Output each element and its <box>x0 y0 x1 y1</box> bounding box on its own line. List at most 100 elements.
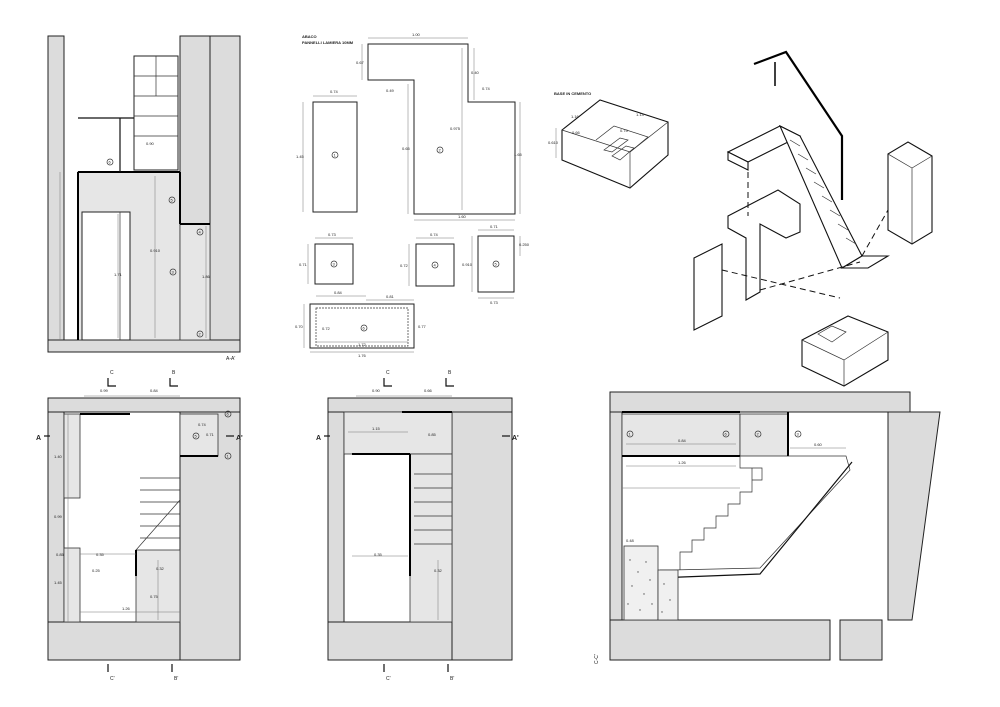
svg-text:0.99: 0.99 <box>54 514 63 519</box>
svg-text:1.26: 1.26 <box>678 460 687 465</box>
concrete-base-drawing: BASE IN CEMENTO 1.16 1.13 0.75 0.66 0.61… <box>548 91 669 189</box>
dim-label: 0.90 <box>146 141 155 146</box>
svg-text:B: B <box>172 370 176 376</box>
svg-text:0.71: 0.71 <box>299 262 308 267</box>
svg-text:0.71: 0.71 <box>206 432 215 437</box>
svg-text:1: 1 <box>227 454 230 459</box>
abacus-panels: ABACO PANNELLI LAMIERA 10MM 0.74 1.45 1 … <box>295 32 530 358</box>
svg-text:A: A <box>316 435 321 442</box>
svg-text:0.975: 0.975 <box>450 126 461 131</box>
svg-text:A': A' <box>236 435 243 442</box>
svg-text:3: 3 <box>172 270 175 275</box>
section-marks-left: C B A A' C' B' <box>36 370 243 682</box>
svg-text:C': C' <box>386 676 391 682</box>
svg-text:0.81: 0.81 <box>386 294 395 299</box>
panel-2 <box>367 43 516 215</box>
wall-panel-left <box>693 243 723 331</box>
concrete-texture <box>627 559 671 613</box>
svg-text:0.73: 0.73 <box>490 300 499 305</box>
concrete-base-section <box>623 545 659 621</box>
section-marks-middle: C B A A' C' B' <box>316 370 519 682</box>
svg-text:0.65: 0.65 <box>402 146 411 151</box>
plan-left-wall <box>47 397 65 661</box>
window-frame <box>133 55 179 171</box>
svg-text:3: 3 <box>797 432 800 437</box>
panel-4 <box>415 243 455 287</box>
svg-text:0.74: 0.74 <box>330 89 339 94</box>
svg-text:0.49: 0.49 <box>386 88 395 93</box>
floor-slab <box>47 339 241 353</box>
svg-text:3: 3 <box>333 262 336 267</box>
svg-text:6: 6 <box>109 160 112 165</box>
abacus-title: ABACO <box>302 34 317 39</box>
column-box <box>887 141 933 245</box>
svg-text:1.65: 1.65 <box>514 152 523 157</box>
exploded-axonometric <box>693 50 933 387</box>
svg-text:5: 5 <box>195 434 198 439</box>
svg-text:0.75: 0.75 <box>620 128 629 133</box>
section-c-c-drawing: 0.48 0.84 1.26 0.60 1 6 2 3 C-C' <box>594 391 941 664</box>
svg-text:1.13: 1.13 <box>636 112 645 117</box>
svg-text:0.75: 0.75 <box>150 594 159 599</box>
svg-text:1.45: 1.45 <box>296 154 305 159</box>
svg-text:0.25: 0.25 <box>92 568 101 573</box>
plan-left-callouts: 6 5 1 <box>192 410 232 460</box>
panel-3 <box>314 243 354 285</box>
section-upper-panel <box>621 413 741 457</box>
svg-text:0.35: 0.35 <box>96 552 105 557</box>
right-wall <box>209 35 241 341</box>
upper-landing <box>343 411 453 455</box>
svg-text:2: 2 <box>439 148 442 153</box>
svg-text:0.72: 0.72 <box>400 263 409 268</box>
svg-text:0.85: 0.85 <box>56 552 65 557</box>
door-panel <box>81 211 131 341</box>
section-cc-callouts: 1 6 2 3 <box>626 430 802 438</box>
svg-text:0.84: 0.84 <box>334 290 343 295</box>
svg-text:B': B' <box>174 676 178 682</box>
svg-text:0.74: 0.74 <box>198 422 207 427</box>
svg-text:2: 2 <box>757 432 760 437</box>
svg-text:0.60: 0.60 <box>814 442 823 447</box>
svg-text:4: 4 <box>434 263 437 268</box>
panel-5 <box>477 235 515 293</box>
svg-text:1.45: 1.45 <box>54 580 63 585</box>
svg-text:0.32: 0.32 <box>434 568 443 573</box>
svg-text:C': C' <box>110 676 115 682</box>
svg-text:C: C <box>386 370 390 376</box>
svg-text:0.610: 0.610 <box>548 140 559 145</box>
concrete-base-iso <box>801 315 889 387</box>
svg-text:B: B <box>448 370 452 376</box>
dim-label: 1.71 <box>114 272 123 277</box>
svg-text:2: 2 <box>199 332 202 337</box>
panel-elevation-lower <box>179 223 211 341</box>
handrail-piece <box>753 50 844 200</box>
svg-text:1: 1 <box>629 432 632 437</box>
svg-text:5: 5 <box>495 262 498 267</box>
svg-text:0.67: 0.67 <box>356 60 365 65</box>
svg-text:C: C <box>110 370 114 376</box>
svg-text:5: 5 <box>171 198 174 203</box>
svg-text:0.90: 0.90 <box>372 388 381 393</box>
section-mark: C-C' <box>594 654 600 664</box>
svg-text:0.66: 0.66 <box>424 388 433 393</box>
svg-text:1: 1 <box>334 153 337 158</box>
svg-text:1.15: 1.15 <box>372 426 381 431</box>
svg-text:1.72: 1.72 <box>358 342 367 347</box>
plan-left-drawing: 0.99 0.84 0.74 0.71 1.40 0.99 0.85 1.45 … <box>36 370 243 682</box>
stair-flight <box>778 124 863 269</box>
section-mark: A-A' <box>226 356 235 362</box>
svg-text:0.40: 0.40 <box>471 70 480 75</box>
svg-text:0.35: 0.35 <box>374 552 383 557</box>
dim-label: 0.910 <box>150 248 161 253</box>
svg-text:0.250: 0.250 <box>519 242 530 247</box>
svg-text:A: A <box>36 435 41 442</box>
svg-text:6: 6 <box>725 432 728 437</box>
svg-text:6: 6 <box>227 412 230 417</box>
abacus-subtitle: PANNELLI LAMIERA 10MM <box>302 40 354 45</box>
svg-text:0.71: 0.71 <box>490 224 499 229</box>
svg-text:A': A' <box>512 435 519 442</box>
svg-text:0.73: 0.73 <box>328 232 337 237</box>
svg-text:0.70: 0.70 <box>295 324 304 329</box>
right-wall-upper <box>179 35 211 225</box>
